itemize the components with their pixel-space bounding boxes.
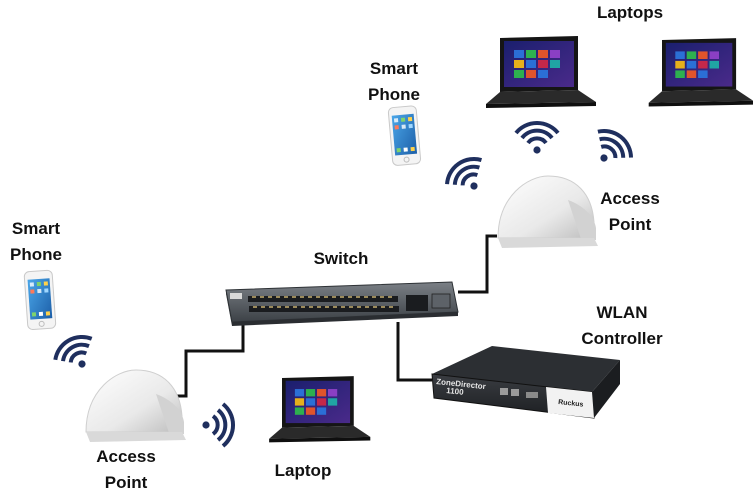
laptops-label: Laptops <box>596 3 664 22</box>
network-switch-icon <box>225 281 459 326</box>
wlan-controller-label: WLAN Controller <box>581 303 663 348</box>
wifi-signal-icon <box>439 149 496 203</box>
wifi-signal-icon <box>583 121 640 176</box>
smart-phone-label-left: Smart Phone <box>10 219 62 264</box>
wifi-signal-icon <box>48 328 104 380</box>
smart-phone-label-top: Smart Phone <box>368 59 420 104</box>
smartphone-icon <box>23 269 57 331</box>
wifi-signal-icon <box>200 402 236 448</box>
controller-number-text: 1100 <box>446 386 465 397</box>
smartphone-icon <box>387 105 422 167</box>
controller-brand-text: Ruckus <box>558 399 584 409</box>
access-point-icon <box>85 369 187 443</box>
access-point-label-left: Access Point <box>96 447 156 492</box>
access-point-icon <box>497 175 599 249</box>
wifi-signal-icon <box>514 120 560 156</box>
laptop-label-bottom: Laptop <box>274 461 332 480</box>
wlan-controller-icon: ZoneDirector 1100 Ruckus <box>431 346 620 419</box>
laptop-icon <box>648 38 753 107</box>
cable-switch-to-controller <box>396 322 432 382</box>
switch-label: Switch <box>313 249 369 268</box>
cable-switch-to-ap-right <box>458 234 497 294</box>
laptop-icon <box>486 36 596 108</box>
access-point-label-right: Access Point <box>600 189 660 234</box>
cable-switch-to-ap-left <box>176 318 245 398</box>
laptop-icon <box>269 376 371 443</box>
